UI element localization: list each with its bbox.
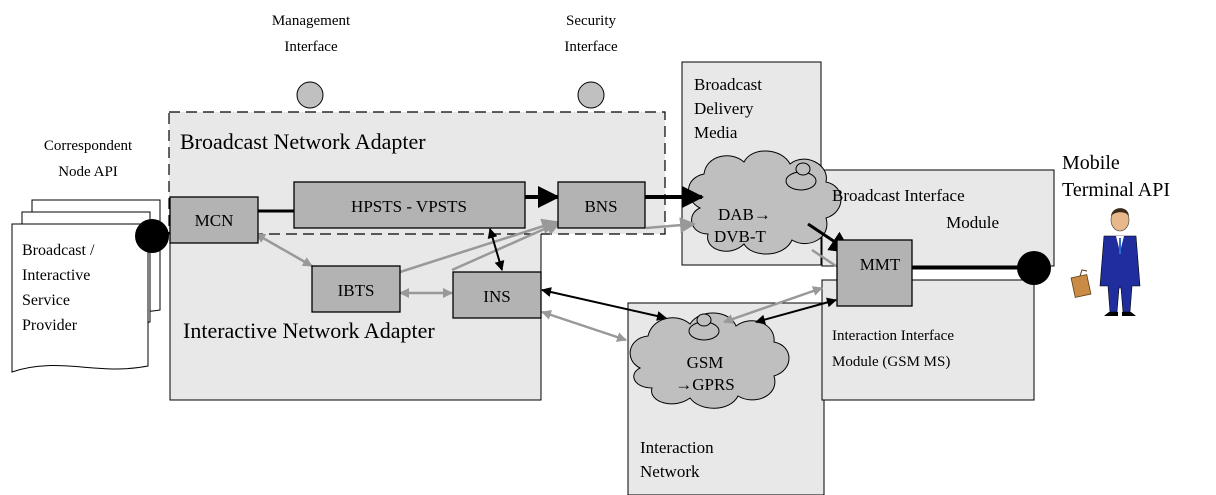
- service-provider-document-stack: [11, 199, 161, 373]
- hpsts-vpsts-box: [293, 181, 526, 229]
- correspondent-node-api-label-2: Node API: [58, 164, 118, 180]
- correspondent-node-api-label-1: Correspondent: [44, 138, 133, 154]
- gsm-cloud-label-2: →GPRS: [675, 375, 735, 394]
- broadcast-network-adapter-label: Broadcast Network Adapter: [180, 129, 426, 154]
- dab-cloud-label-2: DVB-T: [714, 227, 767, 246]
- service-provider-label-4: Provider: [22, 317, 78, 334]
- hpsts-vpsts-label: HPSTS - VPSTS: [351, 197, 467, 216]
- correspondent-node-api-dot: [135, 219, 169, 253]
- briefcase-icon: [1070, 269, 1092, 298]
- security-interface-circle: [577, 81, 605, 109]
- ins-label: INS: [483, 287, 510, 306]
- broadcast-delivery-media-label-3: Media: [694, 123, 738, 142]
- dab-cloud-label-1: DAB→: [718, 205, 771, 224]
- ins-box: [452, 271, 542, 319]
- person-icon: [1099, 208, 1141, 316]
- service-provider-label-2: Interactive: [22, 267, 90, 284]
- mcn-box: [169, 196, 259, 244]
- security-interface-label-1: Security: [566, 13, 616, 29]
- interaction-network-label-2: Network: [640, 462, 700, 481]
- broadcast-interface-module-label-1: Broadcast Interface: [832, 186, 965, 205]
- dab-cloud: [688, 150, 842, 255]
- broadcast-delivery-media-label-2: Delivery: [694, 99, 754, 118]
- interaction-network-label-1: Interaction: [640, 438, 714, 457]
- ibts-box: [311, 265, 401, 313]
- mobile-terminal-api-label-1: Mobile: [1062, 152, 1120, 174]
- bns-label: BNS: [584, 197, 617, 216]
- management-interface-label-1: Management: [272, 13, 351, 29]
- gsm-cloud: [629, 312, 790, 409]
- security-interface-label-2: Interface: [564, 39, 618, 55]
- management-interface-label-2: Interface: [284, 39, 338, 55]
- mmt-box: [836, 239, 913, 307]
- service-provider-label-1: Broadcast /: [22, 242, 95, 259]
- management-interface-circle: [296, 81, 324, 109]
- black-arrows: [487, 186, 852, 325]
- interactive-network-adapter-label: Interactive Network Adapter: [183, 318, 435, 343]
- interaction-interface-module-label-1: Interaction Interface: [832, 328, 954, 344]
- ibts-label: IBTS: [338, 281, 375, 300]
- service-provider-label-3: Service: [22, 292, 70, 309]
- gsm-cloud-label-1: GSM: [687, 353, 724, 372]
- mcn-label: MCN: [195, 211, 234, 230]
- broadcast-delivery-media-label-1: Broadcast: [694, 75, 762, 94]
- mobile-terminal-api-label-2: Terminal API: [1062, 179, 1170, 201]
- broadcast-interface-module-label-2: Module: [946, 213, 999, 232]
- bns-box: [557, 181, 646, 229]
- mmt-label: MMT: [860, 255, 901, 274]
- interaction-interface-module-label-2: Module (GSM MS): [832, 354, 950, 370]
